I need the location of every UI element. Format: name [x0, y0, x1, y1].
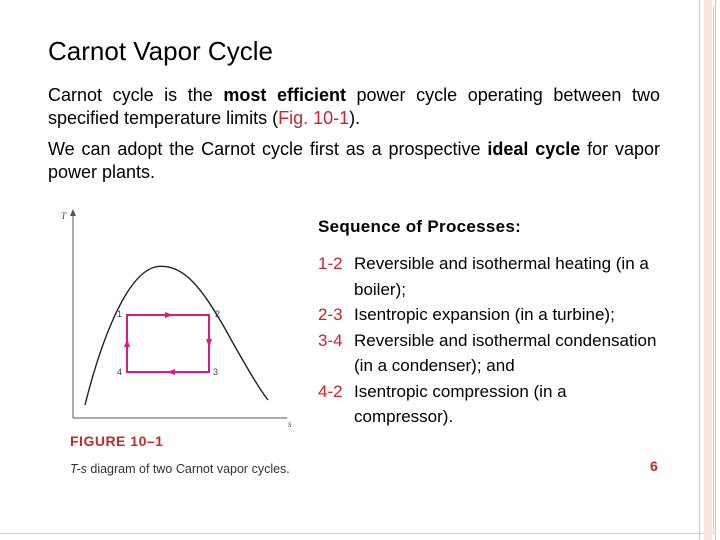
process-step: 2-3 Isentropic expansion (in a turbine); [318, 302, 658, 328]
text: power cycle operating between two specif… [48, 85, 660, 128]
process-step: 4-2 Isentropic compression (in a compres… [318, 379, 658, 430]
figure-caption: T-s diagram of two Carnot vapor cycles. [70, 460, 300, 478]
ts-diagram: T s 1 2 3 4 [61, 209, 292, 429]
y-axis-label: T [61, 211, 67, 221]
decorative-border-band [704, 0, 712, 540]
step-number: 1-2 [318, 254, 343, 273]
caption-italic: T-s [70, 462, 87, 476]
caption-text: diagram of two Carnot vapor cycles. [86, 462, 290, 476]
step-text: Reversible and isothermal condensation (… [354, 330, 657, 376]
step-text: Isentropic expansion (in a turbine); [354, 305, 615, 324]
arrow-3-4 [167, 369, 175, 375]
page-number: 6 [650, 458, 658, 474]
text: for vapor power plants. [48, 139, 660, 182]
process-step: 1-2 Reversible and isothermal heating (i… [318, 251, 658, 302]
text: ). [349, 108, 361, 128]
slide-border [0, 6, 714, 534]
state-label: 1 [117, 309, 122, 319]
step-number: 2-3 [318, 305, 343, 324]
text: We can adopt the Carnot cycle first as a… [48, 139, 488, 159]
saturation-dome [84, 265, 269, 406]
slide-title: Carnot Vapor Cycle [48, 36, 273, 66]
state-label: 2 [215, 309, 220, 319]
bold-text: ideal cycle [487, 139, 581, 159]
state-label: 4 [117, 367, 122, 377]
step-number: 4-2 [318, 381, 343, 401]
step-number: 3-4 [318, 330, 343, 350]
process-step: 3-4 Reversible and isothermal condensati… [318, 328, 658, 379]
figure-reference-link[interactable]: Fig. 10-1 [278, 108, 350, 128]
decorative-border-line [715, 0, 716, 540]
text: Carnot cycle is the [48, 85, 224, 105]
state-label: 3 [213, 367, 218, 377]
step-text: Reversible and isothermal heating (in a … [354, 254, 649, 299]
carnot-cycle [126, 314, 210, 373]
arrow-4-1 [124, 339, 130, 347]
figure-caption-title: FIGURE 10–1 [70, 433, 164, 449]
paragraph-ideal-cycle: We can adopt the Carnot cycle first as a… [48, 138, 660, 184]
x-axis-label: s [288, 419, 292, 429]
y-axis-arrow [70, 209, 76, 216]
decorative-border-line [699, 0, 700, 540]
sequence-title: Sequence of Processes: [318, 217, 522, 236]
step-text: Isentropic compression (in a compressor)… [354, 381, 567, 427]
bold-text: most efficient [223, 85, 346, 105]
arrow-1-2 [165, 312, 173, 318]
process-list: 1-2 Reversible and isothermal heating (i… [318, 251, 658, 430]
arrow-2-3 [206, 339, 212, 347]
paragraph-efficiency: Carnot cycle is the most efficient power… [48, 84, 660, 130]
